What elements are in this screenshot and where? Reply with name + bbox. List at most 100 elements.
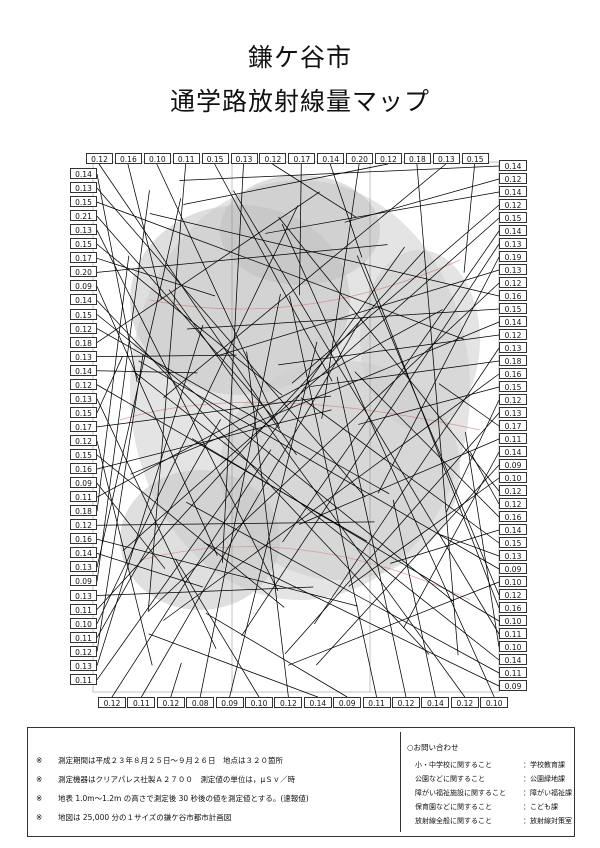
leader-line [96, 521, 375, 526]
dose-label: 0.15 [70, 196, 97, 208]
dose-label: 0.10 [499, 472, 527, 483]
dose-label: 0.10 [245, 697, 273, 708]
leader-line [179, 165, 500, 181]
dose-label: 0.16 [70, 463, 97, 475]
dose-label: 0.20 [346, 153, 374, 164]
leader-line [96, 354, 144, 652]
dose-label: 0.09 [333, 697, 362, 708]
dose-label: 0.11 [70, 673, 97, 685]
dose-label: 0.17 [499, 420, 527, 431]
leader-line [246, 351, 289, 698]
leader-line [96, 538, 358, 607]
dose-label: 0.15 [499, 537, 527, 548]
contact-heading: ○お問い合わせ [407, 743, 459, 752]
leader-line [96, 257, 216, 297]
dose-label: 0.13 [70, 589, 97, 601]
dose-label: 0.12 [70, 322, 97, 334]
dose-label: 0.12 [450, 697, 479, 708]
dose-label: 0.12 [70, 378, 97, 390]
leader-line [463, 163, 476, 273]
leader-line [278, 334, 500, 366]
leader-line [170, 662, 182, 698]
leader-line [358, 386, 500, 425]
dose-label: 0.14 [303, 697, 332, 708]
dose-label: 0.16 [499, 368, 527, 379]
leader-line [216, 269, 500, 357]
dose-label: 0.12 [499, 277, 527, 288]
dose-label: 0.13 [499, 407, 527, 418]
leader-line [163, 373, 500, 621]
dose-label: 0.12 [499, 329, 527, 340]
leader-line [96, 190, 150, 582]
leader-line [348, 477, 500, 587]
leader-line [392, 499, 436, 698]
dose-label: 0.11 [499, 433, 527, 444]
dose-label: 0.11 [127, 697, 156, 708]
leader-line [141, 317, 363, 698]
dose-label: 0.17 [288, 153, 316, 164]
dose-label: 0.21 [70, 210, 97, 222]
leader-line [96, 309, 443, 498]
leader-line [122, 217, 500, 551]
leader-line [168, 289, 466, 698]
leader-line [183, 163, 389, 205]
leader-line [291, 204, 500, 384]
dose-label: 0.13 [70, 561, 97, 573]
dose-label: 0.09 [499, 563, 527, 574]
dose-label: 0.12 [499, 589, 527, 600]
dose-label: 0.15 [499, 381, 527, 392]
dose-label: 0.14 [499, 654, 527, 665]
dose-label: 0.11 [70, 603, 97, 615]
leader-line [299, 438, 500, 525]
dose-label: 0.14 [499, 524, 527, 535]
dose-label: 0.14 [70, 547, 97, 559]
leader-line [281, 224, 495, 698]
leader-line [300, 397, 500, 544]
dose-label: 0.19 [499, 251, 527, 262]
dose-label: 0.18 [403, 153, 431, 164]
dose-label: 0.16 [70, 533, 97, 545]
dose-label: 0.14 [499, 160, 527, 171]
dose-label: 0.15 [70, 238, 97, 250]
dose-label: 0.11 [499, 667, 527, 678]
leader-line [282, 230, 500, 543]
leader-line [229, 341, 318, 698]
dose-label: 0.15 [70, 308, 97, 320]
dose-label: 0.10 [499, 641, 527, 652]
leader-line [96, 356, 123, 414]
leader-line [96, 384, 368, 542]
leader-line [148, 633, 318, 698]
leader-line [233, 190, 500, 635]
leader-line [147, 282, 500, 613]
leader-line [96, 586, 314, 596]
dose-label: 0.14 [70, 294, 97, 306]
dose-label: 0.17 [70, 420, 97, 432]
contact-row: 放射線全般に関すること：放射線対策室 [415, 817, 572, 825]
dose-label: 0.13 [499, 264, 527, 275]
dose-label: 0.12 [274, 697, 303, 708]
leader-line [336, 376, 407, 698]
leader-line [329, 163, 363, 258]
leader-line [314, 347, 500, 625]
leader-line [132, 370, 500, 661]
leader-line [130, 321, 500, 475]
dose-label: 0.09 [70, 575, 97, 587]
dose-label: 0.10 [480, 697, 509, 708]
dose-label: 0.12 [392, 697, 420, 708]
dose-label: 0.12 [70, 434, 97, 446]
leader-line [96, 201, 464, 340]
dose-label: 0.12 [98, 697, 126, 708]
leader-line [96, 191, 320, 343]
dose-label: 0.14 [499, 225, 527, 236]
dose-label: 0.11 [70, 631, 97, 643]
leader-line [96, 419, 221, 638]
dose-label: 0.15 [70, 406, 97, 418]
leader-line [96, 370, 198, 374]
dose-label: 0.13 [499, 238, 527, 249]
dose-label: 0.18 [70, 505, 97, 517]
leader-line [149, 213, 500, 297]
leader-line [96, 552, 203, 588]
dose-label: 0.09 [215, 697, 244, 708]
leader-line [187, 308, 500, 330]
leader-line [205, 612, 348, 698]
